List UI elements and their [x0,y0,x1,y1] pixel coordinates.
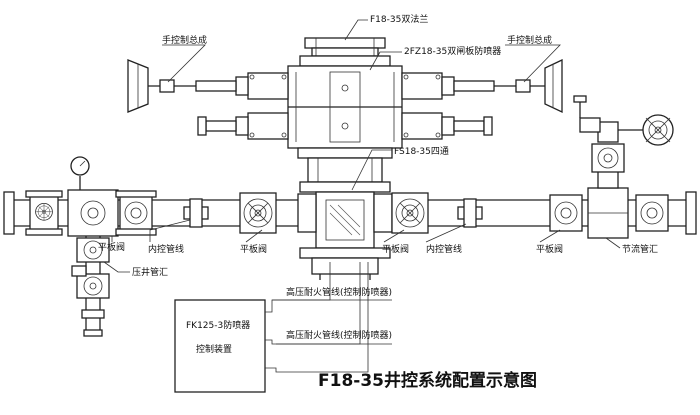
control-box: FK125-3防喷器 控制装置 [174,262,392,393]
valve-group-left [25,156,277,237]
kill-line-vertical [71,236,110,337]
label-flat-valve-4: 平板阀 [536,243,563,255]
label-inner-line-1: 内控管线 [148,243,184,255]
label-kill-manifold: 压井管汇 [132,266,168,278]
label-cross: FS18-35四通 [394,146,449,157]
leader-lines [103,19,621,273]
bop-stack [127,37,563,280]
label-flange: F18-35双法兰 [370,13,428,25]
control-box-label-1: FK125-3防喷器 [186,319,250,331]
label-manual-left: 手控制总成 [162,34,207,46]
label-flat-valve-3: 平板阀 [382,243,409,255]
control-box-label-2: 控制装置 [196,343,232,355]
label-flat-valve-2: 平板阀 [240,243,267,255]
label-manual-right: 手控制总成 [507,34,552,46]
valve-group-right [391,95,674,239]
label-choke-manifold: 节流管汇 [622,243,658,255]
main-title: F18-35井控系统配置示意图 [318,370,537,391]
label-bop: 2FZ18-35双闸板防喷器 [404,45,501,57]
label-fire-line-1: 高压耐火管线(控制防喷器) [286,286,392,298]
labels: F18-35双法兰 2FZ18-35双闸板防喷器 手控制总成 手控制总成 FS1… [98,13,658,391]
label-flat-valve-1: 平板阀 [98,241,125,253]
label-inner-line-2: 内控管线 [426,243,462,255]
label-fire-line-2: 高压耐火管线(控制防喷器) [286,329,392,341]
